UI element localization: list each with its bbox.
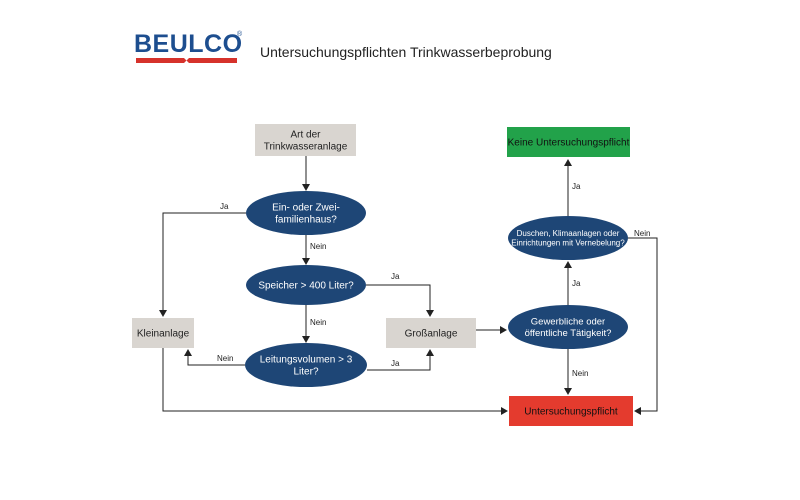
edge-label-pipe-no: Nein [217, 354, 233, 363]
node-q-family: Ein- oder Zwei-familienhaus? [246, 191, 366, 235]
beulco-logo: BEULCO [134, 30, 243, 58]
node-shape [246, 265, 366, 305]
node-label: öffentliche Tätigkeit? [525, 328, 612, 339]
node-label: Einrichtungen mit Vernebelung? [511, 239, 625, 248]
node-shape [508, 216, 628, 260]
node-q-storage: Speicher > 400 Liter? [246, 265, 366, 305]
node-label: familienhaus? [275, 215, 337, 226]
edge-storage-yes-to-large [366, 284, 434, 317]
registered-mark: ® [237, 31, 243, 38]
node-q-showers: Duschen, Klimaanlagen oderEinrichtungen … [508, 216, 628, 260]
page-title: Untersuchungspflichten Trinkwasserbeprob… [260, 44, 552, 60]
edge-family-yes-to-small [159, 212, 246, 317]
node-label: Duschen, Klimaanlagen oder [517, 229, 620, 238]
edge-small-to-obligation [162, 348, 508, 415]
node-shape [255, 124, 356, 156]
node-label: Art der [290, 130, 321, 141]
node-obligation: Untersuchungspflicht [509, 396, 633, 426]
node-label: Liter? [293, 367, 318, 378]
edge-label-showers-yes: Ja [572, 182, 581, 191]
node-large: Großanlage [386, 318, 476, 348]
logo-bar-joint [184, 58, 189, 63]
node-label: Kleinanlage [137, 329, 190, 340]
logo-bar-right [189, 58, 237, 63]
edge-label-commercial-no: Nein [572, 369, 588, 378]
edge-label-storage-no: Nein [310, 318, 326, 327]
node-label: Gewerbliche oder [531, 317, 605, 328]
edge-label-storage-yes: Ja [391, 272, 400, 281]
node-label: Keine Untersuchungspflicht [508, 138, 630, 149]
logo-bar-left [136, 58, 184, 63]
node-label: Großanlage [405, 329, 458, 340]
connectors [159, 156, 658, 415]
edge-showers-no-to-obligation [627, 237, 658, 415]
edge-label-commercial-yes: Ja [572, 279, 581, 288]
edge-label-family-no: Nein [310, 242, 326, 251]
node-shape [386, 318, 476, 348]
node-shape [507, 127, 630, 157]
node-shape [132, 318, 194, 348]
edge-pipe-yes-to-large [367, 349, 434, 371]
node-label: Ein- oder Zwei- [272, 203, 340, 214]
edge-label-family-yes: Ja [220, 202, 229, 211]
node-shape [246, 191, 366, 235]
node-label: Speicher > 400 Liter? [258, 281, 354, 292]
node-small: Kleinanlage [132, 318, 194, 348]
edge-pipe-no-to-small [184, 349, 245, 366]
edge-label-pipe-yes: Ja [391, 359, 400, 368]
node-label: Leitungsvolumen > 3 [260, 355, 353, 366]
node-label: Untersuchungspflicht [524, 407, 618, 418]
logo-underline [136, 58, 237, 63]
edge-label-showers-no: Nein [634, 229, 650, 238]
node-shape [245, 343, 367, 387]
node-shape [508, 305, 628, 349]
node-no-obligation: Keine Untersuchungspflicht [507, 127, 630, 157]
node-label: Trinkwasseranlage [264, 142, 348, 153]
node-shape [509, 396, 633, 426]
